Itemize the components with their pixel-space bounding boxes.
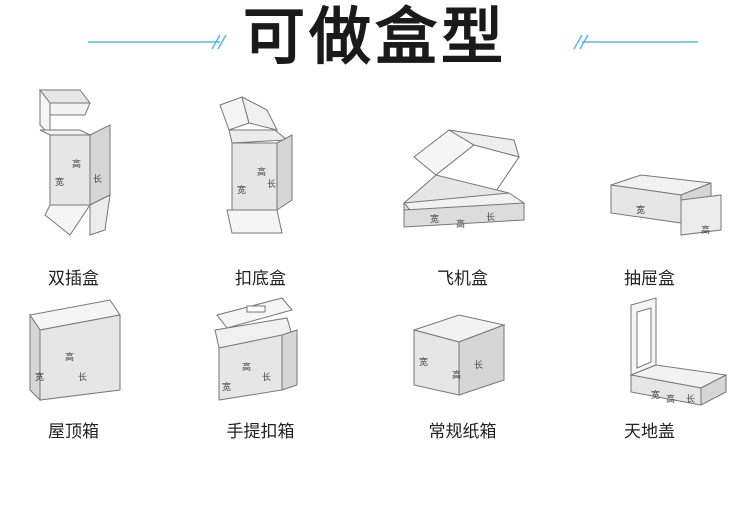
drawer-box-icon: 宽 高 [610,174,722,236]
box-type-label: 扣底盒 [235,269,286,289]
dimension-mark-height: 高 [65,351,74,363]
box-type-label: 屋顶箱 [48,422,99,442]
regular-carton-icon: 宽 高 长 [412,314,506,396]
dimension-mark-width: 宽 [636,204,645,216]
box-type-label: 天地盖 [624,422,675,442]
title-decoration-left [88,34,227,50]
mailer-box-icon: 宽 高 长 [403,129,526,230]
lid-base-box-icon: 宽 高 长 [629,297,728,406]
dimension-mark-width: 宽 [222,381,231,393]
dimension-mark-width: 宽 [55,176,64,188]
box-type-label: 常规纸箱 [428,422,497,442]
dimension-mark-length: 长 [486,211,495,223]
double-tuck-box-icon: 宽 高 长 [38,88,111,236]
box-type-mailer: 宽 高 长 飞机盒 [374,75,561,304]
dimension-mark-length: 长 [93,173,102,185]
dimension-mark-length: 长 [78,371,87,383]
box-type-label: 飞机盒 [437,269,488,289]
handle-lock-box-icon: 宽 高 长 [214,297,298,401]
box-type-drawer: 宽 高 抽屉盒 [561,75,748,304]
box-type-double-tuck: 宽 高 长 双插盒 [0,75,187,304]
dimension-mark-width: 宽 [419,356,428,368]
dimension-mark-width: 宽 [237,184,246,196]
dimension-mark-length: 长 [262,371,271,383]
dimension-mark-height: 高 [666,393,675,405]
dimension-mark-height: 高 [257,166,266,178]
dimension-mark-length: 长 [474,359,483,371]
box-type-roof: 宽 高 长 屋顶箱 [0,290,187,519]
box-type-regular-carton: 宽 高 长 常规纸箱 [374,290,561,519]
dimension-mark-height: 高 [456,218,465,230]
dimension-mark-width: 宽 [651,389,660,401]
title-decoration-right [573,34,698,50]
dimension-mark-height: 高 [72,158,81,170]
snap-bottom-box-icon: 宽 高 长 [219,96,293,234]
dimension-mark-height: 高 [242,361,251,373]
box-type-label: 抽屉盒 [624,269,675,289]
dimension-mark-width: 宽 [35,371,44,383]
dimension-mark-length: 长 [267,178,276,190]
dimension-mark-length: 长 [686,393,695,405]
box-type-handle-lock: 宽 高 长 手提扣箱 [187,290,374,519]
box-type-label: 手提扣箱 [226,422,295,442]
box-type-label: 双插盒 [48,269,99,289]
roof-box-icon: 宽 高 长 [29,299,121,402]
dimension-mark-width: 宽 [430,213,439,225]
box-type-snap-bottom: 宽 高 长 扣底盒 [187,75,374,304]
box-type-lid-base: 宽 高 长 天地盖 [561,290,748,519]
dimension-mark-height: 高 [452,369,461,381]
dimension-mark-height: 高 [701,224,710,236]
page-title: 可做盒型 [242,0,507,73]
